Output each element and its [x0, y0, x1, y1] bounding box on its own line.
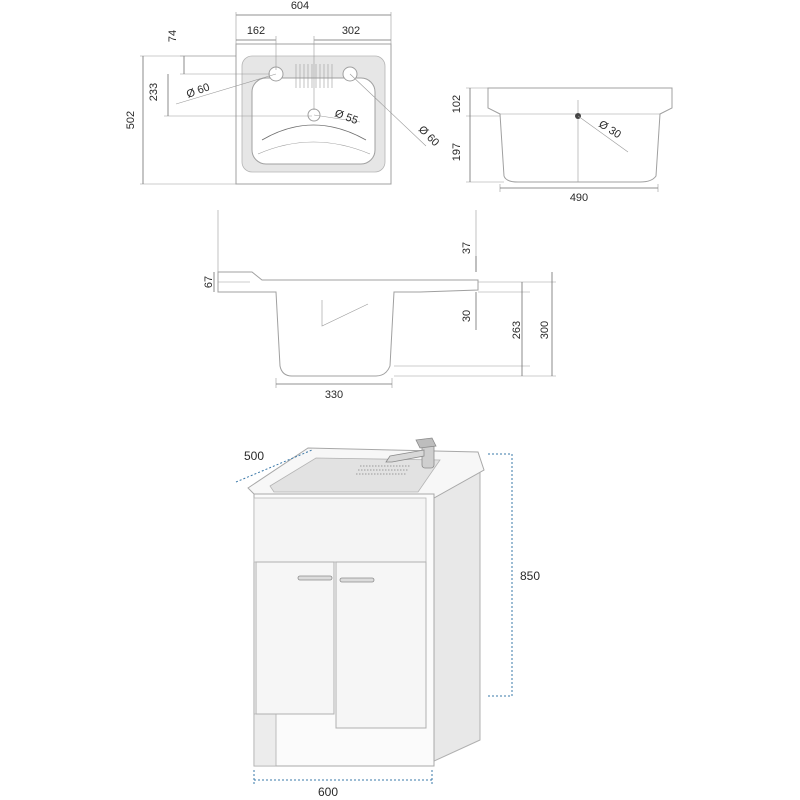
dim-302: 302	[342, 25, 360, 37]
sink-washboard	[356, 465, 410, 475]
dim-500: 500	[244, 449, 264, 463]
dim-850: 850	[520, 569, 540, 583]
cabinet-view: 500 850 600	[235, 437, 540, 799]
bowl-curve	[261, 124, 367, 141]
cabinet-door-right[interactable]	[335, 561, 427, 729]
dim-604: 604	[291, 0, 309, 12]
dim-162: 162	[247, 25, 265, 37]
cabinet-side-panel	[431, 467, 481, 763]
dim-197: 197	[451, 143, 463, 161]
faucet-icon	[385, 437, 437, 469]
cabinet-leg-left	[253, 713, 277, 767]
dim-30: 30	[461, 310, 473, 322]
door-handle-right-icon[interactable]	[339, 577, 375, 583]
dim-hole-left: Ø 60	[185, 81, 212, 100]
cabinet-door-left[interactable]	[255, 561, 335, 715]
section-view: 37 67 30 263 300 330	[203, 210, 556, 401]
side-view-outline	[487, 87, 673, 183]
cabinet-apron	[253, 497, 427, 563]
bowl-curve-inner	[257, 141, 371, 155]
washboard-ribs	[295, 64, 333, 88]
dim-67: 67	[203, 276, 215, 288]
section-outline	[217, 271, 479, 377]
dim-hole-right: Ø 60	[416, 124, 441, 149]
dim-502: 502	[125, 111, 137, 129]
dim-233: 233	[148, 83, 160, 101]
side-view: 102 197 490 Ø 30	[451, 87, 673, 204]
door-handle-left-icon[interactable]	[297, 575, 333, 581]
dim-490: 490	[570, 192, 588, 204]
depth-guide	[235, 449, 313, 483]
dim-330: 330	[325, 389, 343, 401]
dim-102: 102	[451, 95, 463, 113]
dim-74: 74	[167, 30, 179, 42]
top-view: 604 162 302 74 233 502 Ø 60 Ø 55 Ø 60	[125, 0, 441, 185]
dim-37: 37	[461, 242, 473, 254]
dim-600: 600	[318, 785, 338, 799]
dim-263: 263	[511, 321, 523, 339]
dim-300: 300	[539, 321, 551, 339]
